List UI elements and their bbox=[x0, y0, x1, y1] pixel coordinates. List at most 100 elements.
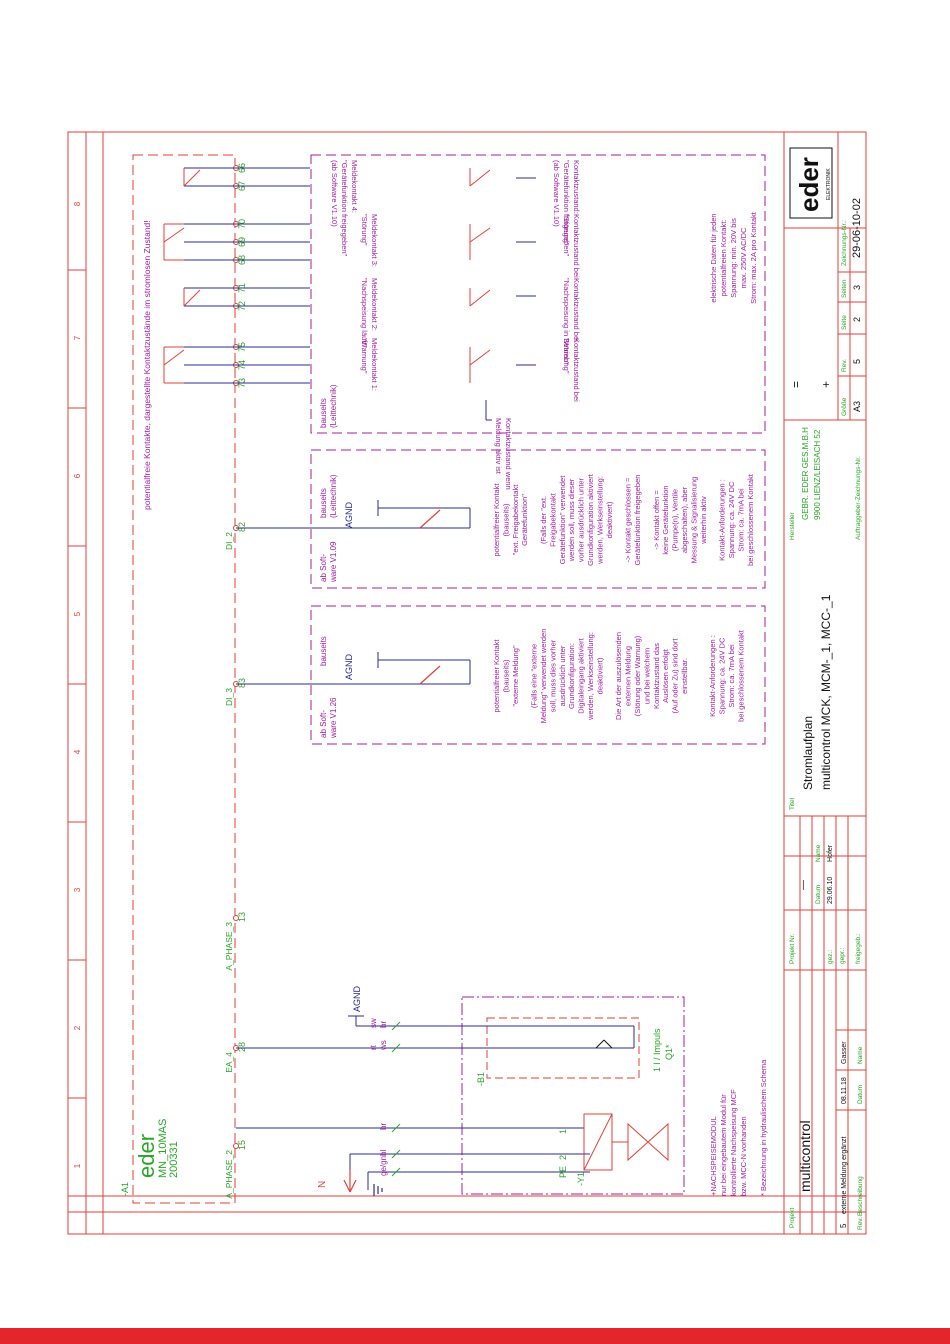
di2-text-line: Gerätefunktion freigegeben bbox=[633, 475, 642, 566]
grid-col-8: 8 bbox=[73, 201, 82, 206]
terminal-82: 82 bbox=[237, 522, 247, 532]
znr-value: 29-06-10-02 bbox=[851, 198, 863, 258]
projekt-nr-value: — bbox=[798, 880, 809, 890]
di2-bauseits-1: bauseits bbox=[319, 488, 328, 518]
state-1-title: Kontaktzustand bei bbox=[572, 338, 581, 402]
di3-text-line: Kontaktzustand das bbox=[652, 643, 661, 709]
di2-text-line: Kontakt-Anforderungen : bbox=[718, 479, 727, 561]
gez-date: 29.06.10 bbox=[827, 877, 834, 904]
di2-text-line: (bauseits) bbox=[501, 503, 510, 536]
di2-text-line: Strom: ca. 7mA bei bbox=[736, 488, 745, 552]
seite-value: 2 bbox=[852, 317, 862, 322]
pe-label: PE bbox=[558, 1166, 568, 1178]
note-line-4: bzw. MCC-N vorhanden bbox=[739, 1116, 748, 1196]
active-note-2: Meldung aktiv ist bbox=[494, 418, 503, 475]
grid-col-2: 2 bbox=[73, 1025, 82, 1030]
electrical-data-line: elektrische Daten für jeden bbox=[709, 213, 718, 302]
plus-sign: + bbox=[819, 381, 833, 388]
di3-text-line: Spannung: ca. 24V DC bbox=[718, 637, 727, 714]
rev-date: 08.11.18 bbox=[841, 1077, 848, 1104]
groesse-value: A3 bbox=[852, 401, 862, 412]
electrical-data-line: max. 250V AC/DC bbox=[739, 227, 748, 288]
signal-di2: DI_2 bbox=[224, 532, 234, 550]
relay-box: bauseits (Leittechnik) Meldekontakt 1: "… bbox=[163, 154, 766, 490]
electrical-data-line: Spannung: min. 20V bis bbox=[729, 218, 738, 298]
relay-bauseits-1: bauseits bbox=[319, 398, 328, 428]
rev-value: 5 bbox=[839, 1223, 848, 1228]
di2-text-line: Gerätefunktion" verwendet bbox=[558, 475, 567, 564]
state-2-sub: "Nachspeisung in Betrieb" bbox=[562, 278, 571, 365]
state-4-note: (ab Software V1.10) bbox=[552, 160, 561, 227]
terminal-numbers: 15 28 13 83 82 73 74 75 72 71 68 69 70 6… bbox=[237, 163, 247, 1150]
di2-bauseits-2: (Leittechnik) bbox=[329, 474, 338, 518]
state-4-title: Kontaktzustand: bbox=[572, 160, 581, 214]
datum-rev-label: Datum bbox=[857, 1085, 864, 1104]
wire-label-rt: rt bbox=[369, 1044, 378, 1050]
di2-text-line: Spannung: ca. 24V DC bbox=[727, 481, 736, 558]
impuls-label: 1 l / Impuls bbox=[652, 1028, 662, 1072]
hersteller-label: Hersteller bbox=[789, 511, 796, 540]
freig-label: freigegeb.: bbox=[855, 933, 862, 964]
state-2-title: Kontaktzustand bei bbox=[572, 278, 581, 342]
wire-label-gegn: ge/gn bbox=[379, 1156, 388, 1176]
signal-aphase2: A_PHASE_2 bbox=[224, 1150, 234, 1199]
contact-4-title: Meldekontakt 4: bbox=[350, 160, 359, 213]
di2-text-line: abgeschalten), aber bbox=[680, 486, 689, 553]
di3-text-line: einstellbar. bbox=[680, 658, 689, 694]
di3-text-line: Grundkonfiguration: bbox=[567, 643, 576, 709]
rev-col-label: Rev. bbox=[857, 1217, 864, 1230]
di2-text-line: werden soll, muss dieser bbox=[567, 478, 576, 562]
name-col-label: Name bbox=[815, 844, 822, 862]
di2-text-line: -> Kontakt offen = bbox=[652, 490, 661, 550]
wire-label-bl: bl bbox=[379, 1150, 388, 1156]
note-line-3: kontrollierte Nachspeisung MCF bbox=[729, 1089, 738, 1196]
di3-text-line: (Auf oder Zu) sind dort bbox=[671, 638, 680, 714]
rev2-label: Rev. bbox=[841, 359, 848, 372]
sensor-b1-label: -B1 bbox=[476, 1072, 486, 1086]
grid-col-3: 3 bbox=[73, 887, 82, 892]
signal-aphase3: A_PHASE_3 bbox=[224, 922, 234, 971]
wire-label-ws: ws bbox=[379, 1040, 388, 1051]
di3-text-line: ausdrücklich unter bbox=[558, 645, 567, 706]
left-notes: +NACHSPEISEMODUL nur bei eingebautem Mod… bbox=[709, 1059, 768, 1196]
terminal-15: 15 bbox=[237, 1140, 247, 1150]
pin-two-label: 2 bbox=[558, 1155, 568, 1160]
note-line-5: * Bezeichnung in hydraulischem Schema bbox=[759, 1059, 768, 1196]
projekt-value: multicontrol bbox=[797, 1120, 813, 1192]
title-block: Projekt Projekt Nr. Titel Hersteller Auf… bbox=[783, 132, 866, 1234]
di2-text-line: Gerätefunktion" bbox=[520, 494, 529, 546]
di2-text-line: deaktiviert) bbox=[605, 501, 614, 538]
di2-soft-1: ab Soft- bbox=[319, 554, 328, 582]
grid-col-6: 6 bbox=[73, 473, 82, 478]
q1-label: Q1* bbox=[664, 1044, 674, 1060]
beschreibung-col-label: Beschreibung bbox=[857, 1176, 864, 1216]
logo-sub: ELEKTRONIK bbox=[826, 168, 832, 200]
projekt-label: Projekt bbox=[789, 1208, 796, 1228]
contact-4-sub: "Gerätefunktion freigegeben" bbox=[340, 160, 349, 257]
di3-box: AGND ab Soft- ware V1.26 bauseits potent… bbox=[236, 605, 766, 745]
di3-agnd: AGND bbox=[344, 653, 354, 680]
electrical-data-line: potentialfreien Kontakt: bbox=[719, 220, 728, 297]
di3-text-line: Kontakt-Anforderungen : bbox=[708, 635, 717, 717]
di3-text-line: deaktiviert) bbox=[595, 657, 604, 694]
di3-soft-2: ware V1.26 bbox=[329, 697, 338, 739]
di2-text-line: "ext. Freigabekontakt bbox=[511, 484, 520, 556]
di3-text-line: (Falls eine "externe bbox=[530, 644, 539, 708]
di3-text-line: (bauseits) bbox=[501, 659, 510, 692]
di2-text-line: -> Kontakt geschlossen = bbox=[624, 477, 633, 562]
di2-text-line: weiterhin aktiv bbox=[699, 496, 708, 545]
di3-description: potentialfreier Kontakt(bauseits)"extern… bbox=[492, 629, 745, 724]
terminal-83: 83 bbox=[237, 678, 247, 688]
di2-box: AGND ab Soft- ware V1.09 bauseits (Leitt… bbox=[236, 449, 766, 589]
seite-label: Seite bbox=[841, 315, 848, 330]
terminal-13: 13 bbox=[237, 912, 247, 922]
grid-col-1: 1 bbox=[73, 1163, 82, 1168]
module-a1: -A1 eder MN_10MAS 200331 potentialfreie … bbox=[120, 154, 236, 1204]
module-header-note: potentialfreie Kontakte, dargestellte Ko… bbox=[142, 220, 152, 510]
agnd-left: AGND bbox=[352, 985, 362, 1012]
signal-ea4: EA_4 bbox=[224, 1052, 234, 1073]
titel-label: Titel bbox=[789, 797, 796, 810]
gez-label: gez.: bbox=[827, 950, 834, 964]
datum-col-label: Datum bbox=[815, 885, 822, 904]
